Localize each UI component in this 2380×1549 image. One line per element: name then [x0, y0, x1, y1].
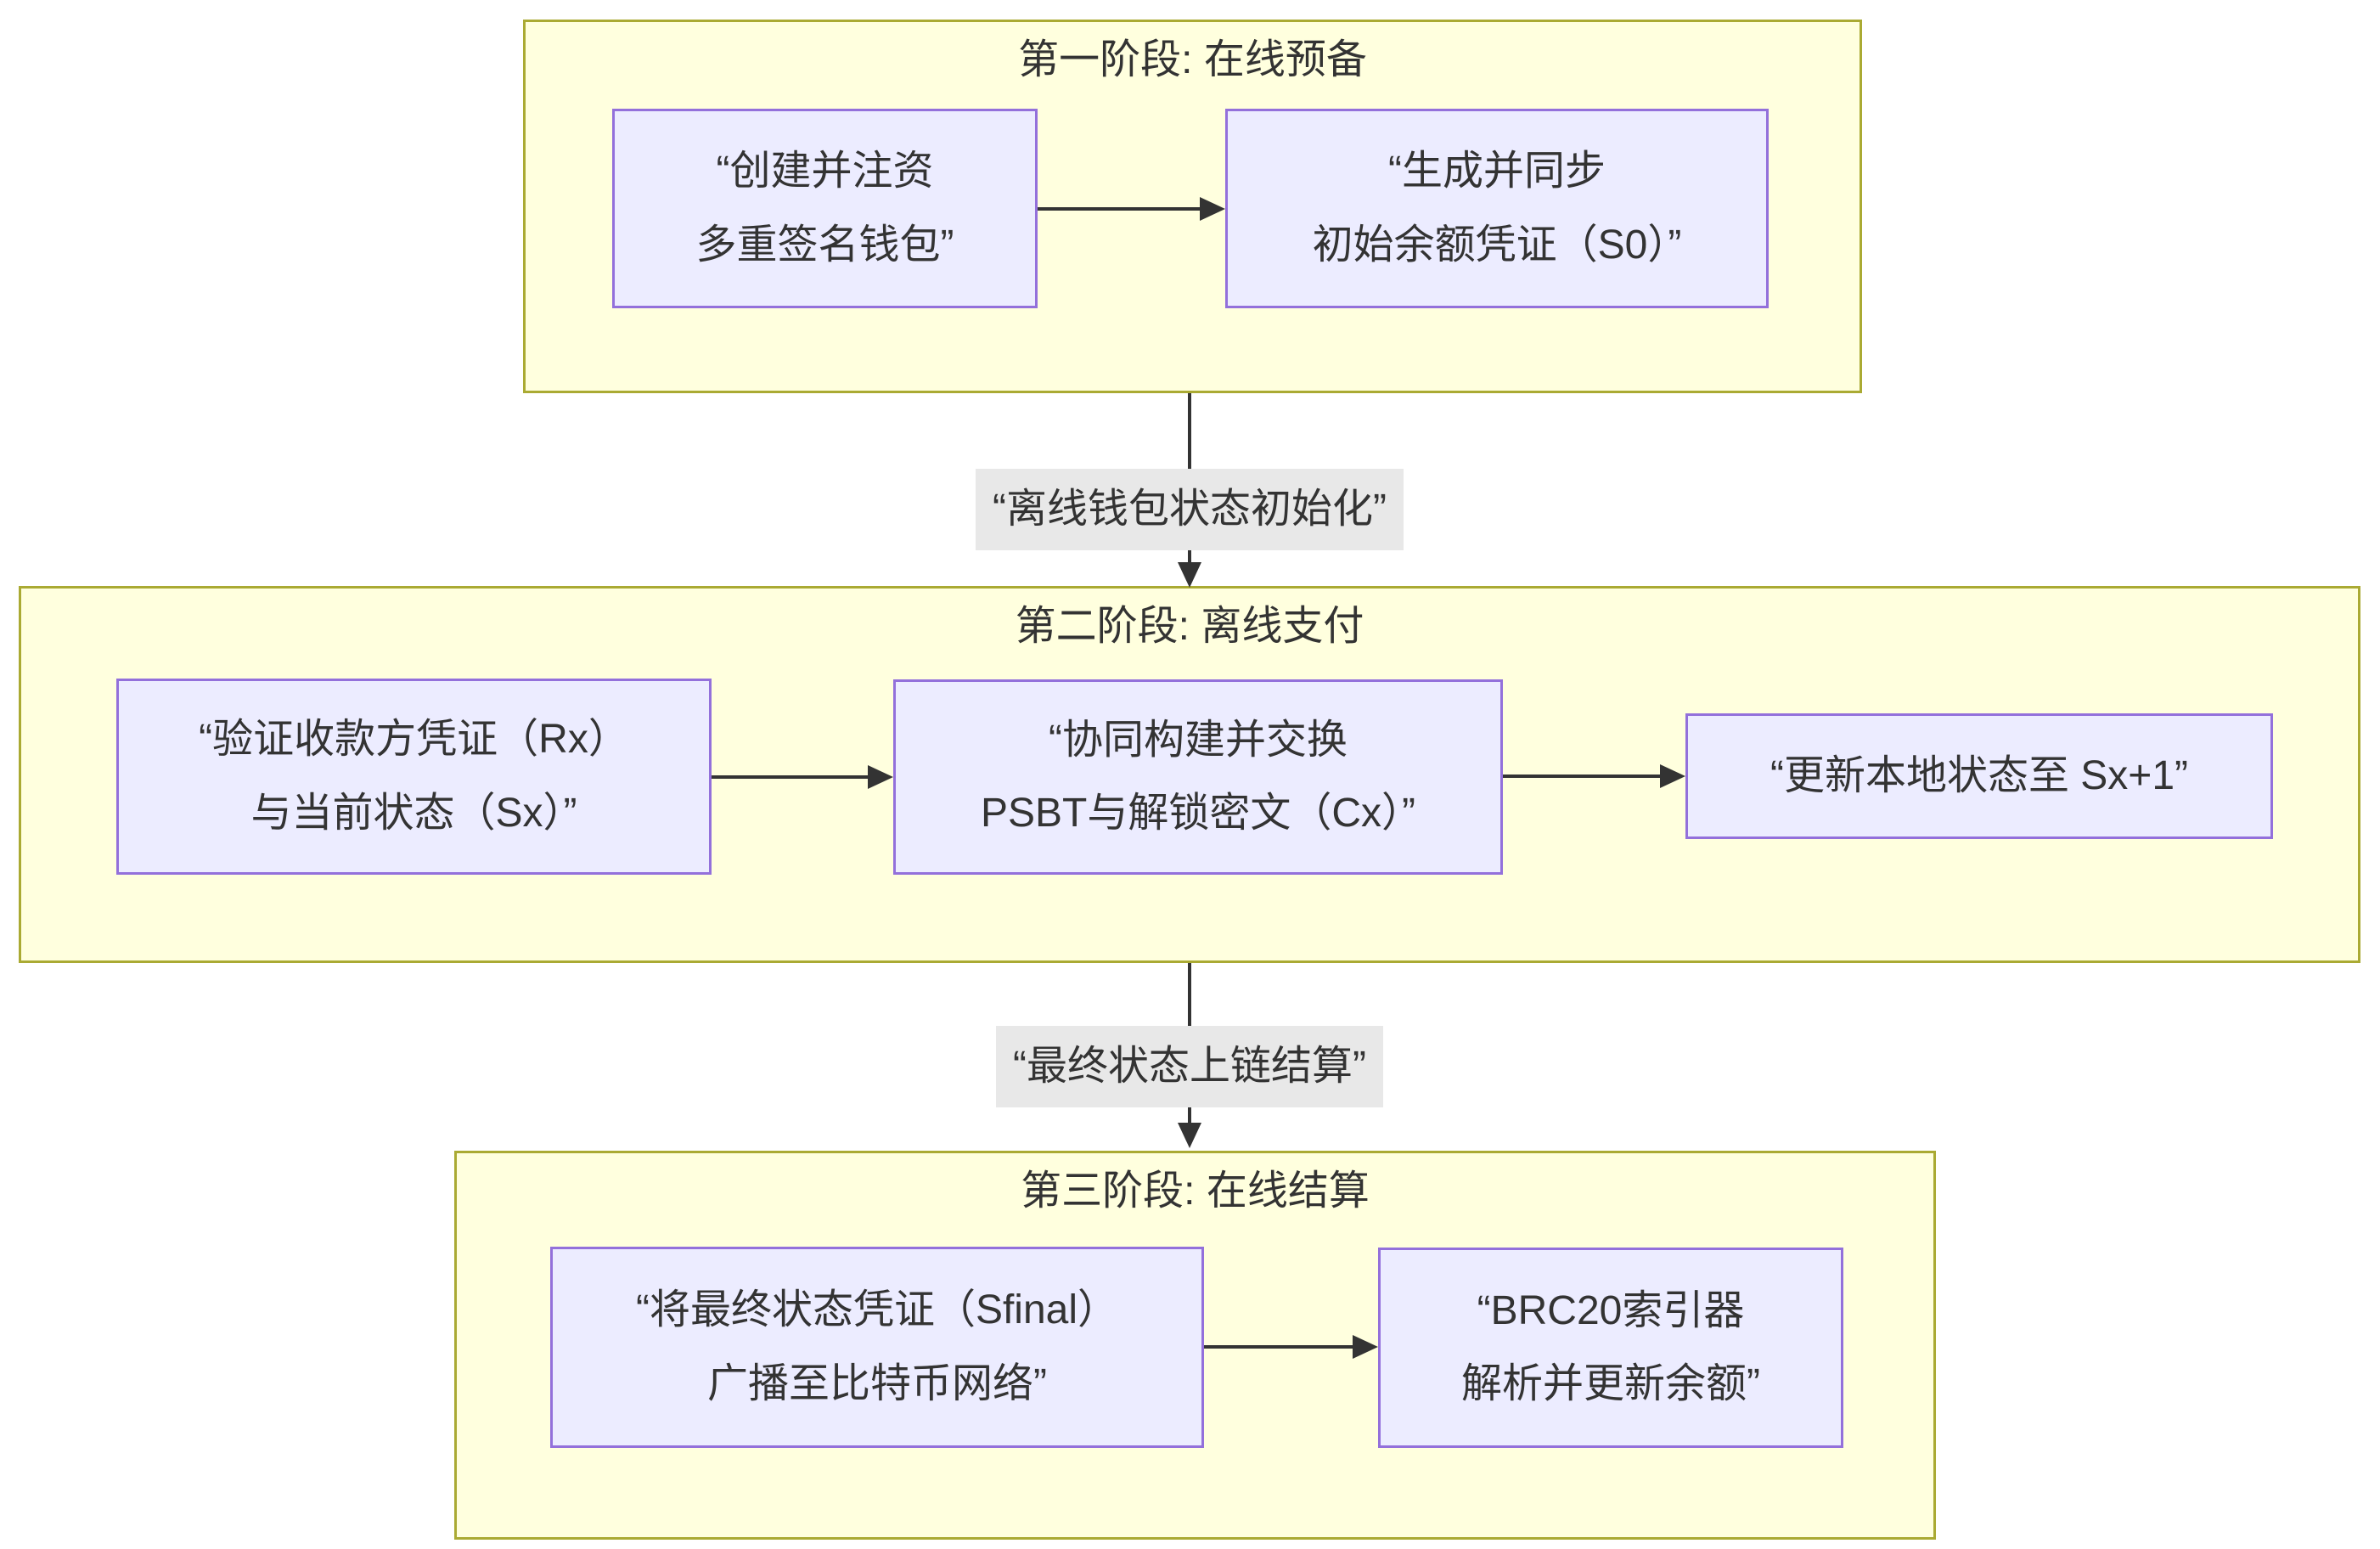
phase-2-title: 第二阶段: 离线支付 [1015, 604, 1364, 649]
phase-3-title: 第三阶段: 在线结算 [1021, 1169, 1370, 1214]
arrow-broadcast-to-indexer [1204, 1335, 1378, 1359]
edge-label-offline-wallet-init: “离线钱包状态初始化” [976, 469, 1404, 550]
node-update-local-state: “更新本地状态至 Sx+1” [1685, 713, 2273, 839]
node-build-exchange-psbt: “协同构建并交换 PSBT与解锁密文（Cx）” [893, 679, 1503, 875]
node-create-fund-multisig-wallet: “创建并注资 多重签名钱包” [612, 109, 1038, 308]
node-generate-sync-initial-balance-s0: “生成并同步 初始余额凭证（S0）” [1225, 109, 1769, 308]
arrow-create-to-generate [1038, 197, 1225, 221]
phase-1-title: 第一阶段: 在线预备 [1018, 37, 1367, 82]
node-verify-receiver-credential: “验证收款方凭证（Rx） 与当前状态（Sx）” [116, 679, 712, 875]
arrow-verify-to-build [712, 765, 893, 789]
node-brc20-indexer-update-balance: “BRC20索引器 解析并更新余额” [1378, 1248, 1843, 1448]
edge-label-final-state-settlement: “最终状态上链结算” [996, 1026, 1383, 1107]
arrow-build-to-update [1503, 764, 1685, 788]
node-broadcast-sfinal-to-bitcoin: “将最终状态凭证（Sfinal） 广播至比特币网络” [550, 1247, 1204, 1448]
